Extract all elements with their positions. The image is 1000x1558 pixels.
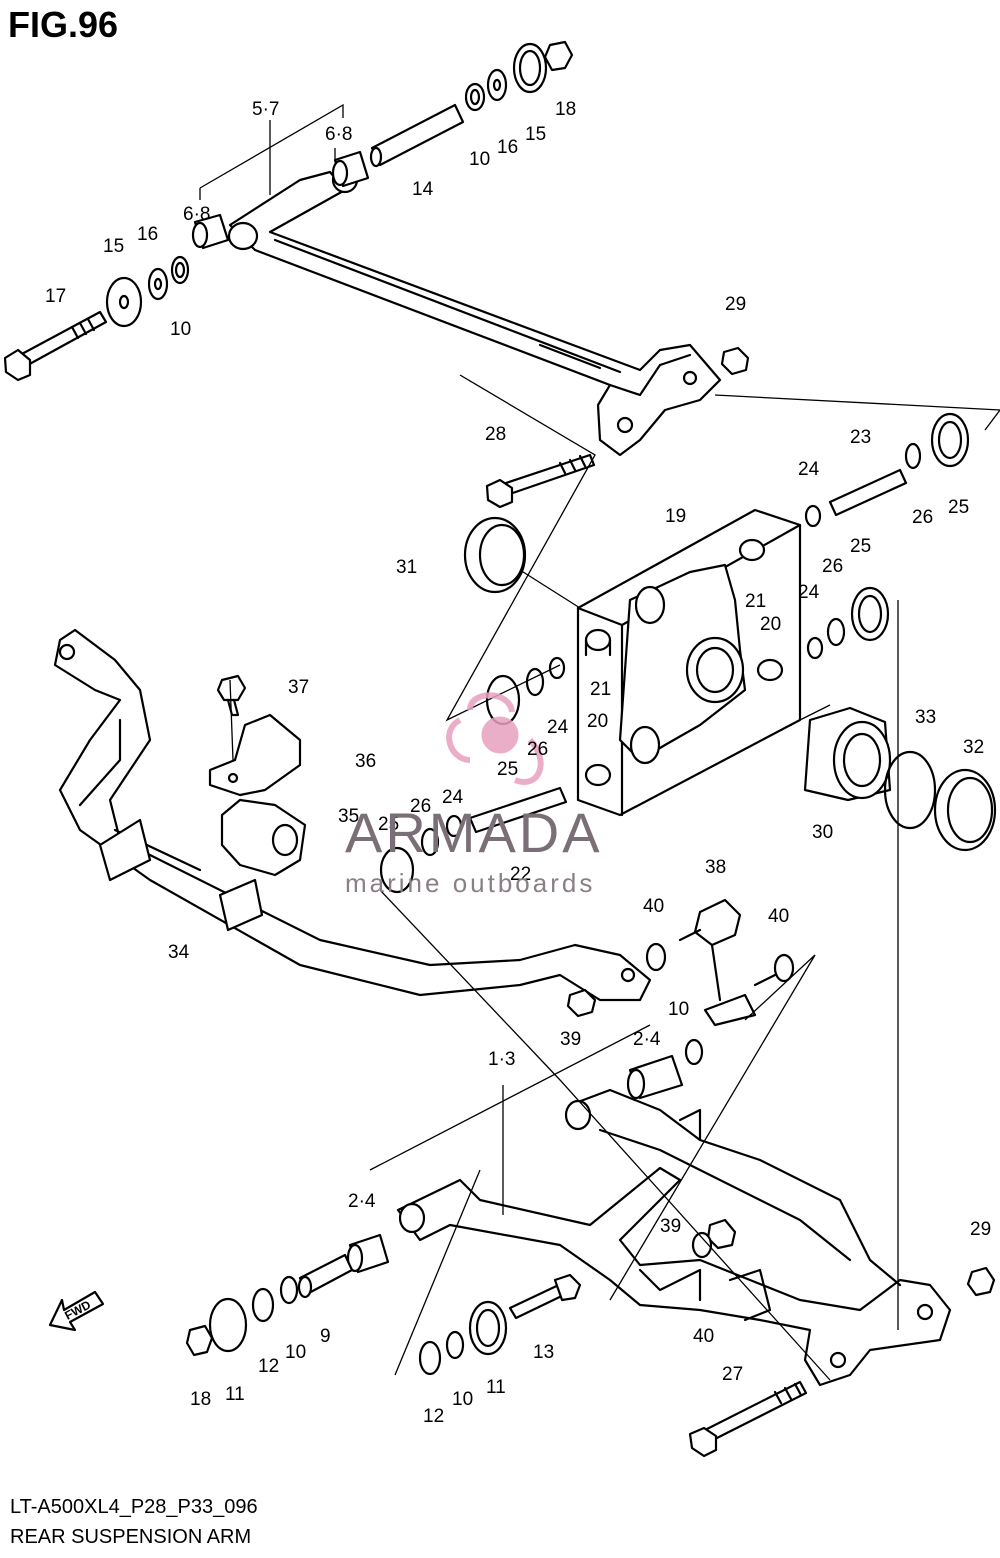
knuckle-19: [576, 508, 802, 817]
callout: 10: [285, 1342, 306, 1363]
callout: 5·7: [252, 99, 279, 120]
callout: 25: [948, 497, 969, 518]
callout: 20: [760, 614, 781, 635]
snap-ring-33: [883, 750, 937, 830]
callout: 38: [705, 857, 726, 878]
callout: 29: [970, 1219, 991, 1240]
callout: 2·4: [348, 1191, 376, 1212]
callout: 10: [170, 319, 191, 340]
bolt-27: [688, 1380, 808, 1458]
callout: 14: [412, 179, 434, 200]
watermark-tagline: marine outboards: [345, 868, 596, 898]
callout-labels: 5·7 6·8 6·8 14 10 16 15 18 15 16 17 10 2…: [45, 99, 991, 1427]
callout: 1·3: [488, 1049, 515, 1070]
callout: 40: [643, 896, 664, 917]
callout: 10: [668, 999, 689, 1020]
callout: 37: [288, 677, 309, 698]
upper-arm: [227, 166, 722, 457]
bracket-36: [208, 713, 302, 797]
callout: 15: [525, 124, 546, 145]
callout: 11: [486, 1377, 506, 1398]
callout: 19: [665, 506, 686, 527]
callout: 12: [423, 1406, 444, 1427]
callout: 10: [452, 1389, 473, 1410]
callout: 39: [660, 1216, 681, 1237]
shaft-23: [804, 412, 970, 660]
bearing-30: [803, 706, 892, 802]
callout: 18: [555, 99, 576, 120]
watermark-name: ARMADA: [345, 801, 603, 864]
callout: 25: [378, 814, 399, 835]
leader-lines: [199, 103, 1000, 1381]
callout: 25: [850, 536, 871, 557]
callout: 2·4: [633, 1029, 661, 1050]
callout: 24: [798, 459, 820, 480]
callout: 17: [45, 286, 66, 307]
callout: 40: [768, 906, 789, 927]
callout: 29: [725, 294, 746, 315]
callout: 23: [850, 427, 871, 448]
callout: 12: [258, 1356, 279, 1377]
callout: 16: [137, 224, 158, 245]
bolt-28: [485, 453, 596, 509]
callout: 34: [168, 942, 190, 963]
callout: 40: [693, 1326, 714, 1347]
link-38: [566, 898, 795, 1027]
callout: 9: [320, 1326, 331, 1347]
figure-title: FIG.96: [8, 4, 119, 45]
callout: 22: [510, 864, 531, 885]
callout: 18: [190, 1389, 211, 1410]
callout: 6·8: [325, 124, 352, 145]
stabilizer-bar: [53, 628, 652, 1002]
callout: 30: [812, 822, 833, 843]
callout: 13: [533, 1342, 554, 1363]
nut-29-upper: [720, 346, 750, 376]
callout: 15: [103, 236, 124, 257]
bolt-37: [216, 674, 247, 717]
upper-bushings: [105, 40, 574, 328]
callout: 24: [547, 717, 569, 738]
seal-31: [463, 516, 527, 594]
bushing-35: [220, 798, 307, 877]
callout: 26: [912, 507, 933, 528]
callout: 10: [469, 149, 490, 170]
callout: 31: [396, 557, 417, 578]
callout: 20: [587, 711, 608, 732]
callout: 21: [590, 679, 611, 700]
seal-32: [933, 768, 997, 852]
callout: 26: [527, 739, 548, 760]
lower-bushings: [185, 1038, 996, 1376]
lower-arm: [396, 1088, 952, 1387]
callout: 32: [963, 737, 984, 758]
callout: 21: [745, 591, 766, 612]
callout: 26: [822, 556, 843, 577]
callout: 39: [560, 1029, 581, 1050]
callout: 11: [225, 1384, 245, 1405]
callout: 6·8: [183, 204, 210, 225]
callout: 35: [338, 806, 359, 827]
fwd-arrow-icon: [48, 1290, 105, 1332]
callout: 25: [497, 759, 518, 780]
callout: 16: [497, 137, 518, 158]
watermark-logo-icon: [446, 692, 544, 785]
figure-caption: REAR SUSPENSION ARM: [10, 1526, 252, 1548]
callout: 24: [442, 787, 464, 808]
callout: 26: [410, 796, 431, 817]
model-code: LT-A500XL4_P28_P33_096: [10, 1496, 258, 1518]
callout: 33: [915, 707, 936, 728]
callout: 24: [798, 582, 820, 603]
callout: 28: [485, 424, 506, 445]
callout: 27: [722, 1364, 743, 1385]
bolt-17: [3, 310, 108, 382]
callout: 36: [355, 751, 376, 772]
